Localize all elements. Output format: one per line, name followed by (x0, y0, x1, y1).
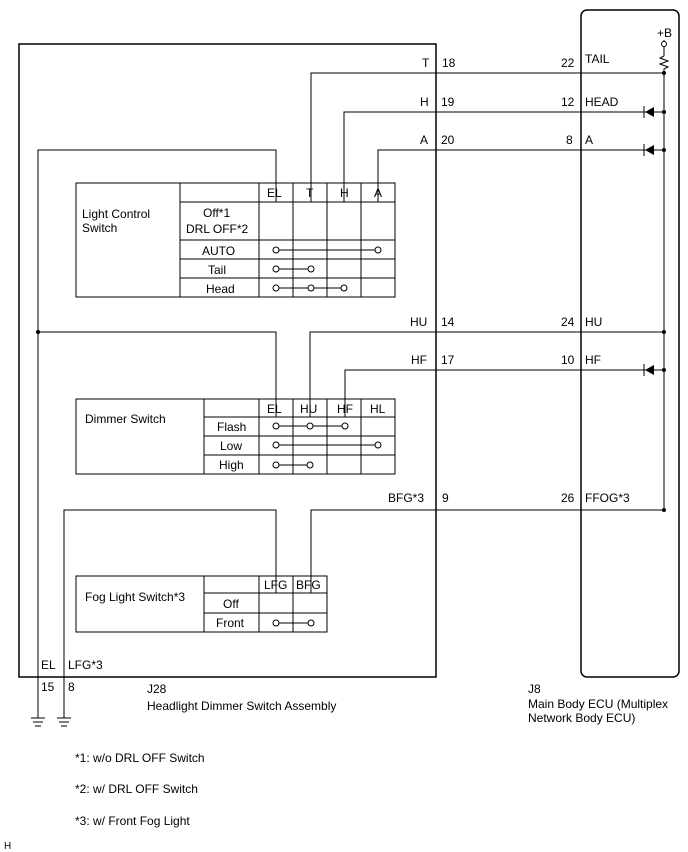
dimmer-switch-table (75, 398, 396, 475)
fog-row-off: Off (223, 597, 239, 611)
dm-header-el: EL (267, 402, 282, 416)
dm-row-high: High (219, 458, 244, 472)
dm-header-hu: HU (300, 402, 317, 416)
fog-header-lfg: LFG (264, 578, 287, 592)
note-2: *2: w/ DRL OFF Switch (75, 782, 198, 796)
ecu-name-line2: Network Body ECU) (528, 711, 635, 725)
light-control-switch-table (75, 182, 396, 298)
pin-18: 18 (442, 56, 456, 70)
lc-row-auto: AUTO (202, 244, 235, 258)
wire-label-a: A (420, 133, 428, 147)
pin-14: 14 (441, 315, 455, 329)
ground-label-lfg: LFG*3 (68, 658, 103, 672)
dimmer-title: Dimmer Switch (85, 412, 166, 426)
fog-light-switch-table (75, 575, 328, 633)
lc-header-a: A (374, 186, 382, 200)
ecu-pin-24: 24 (561, 315, 575, 329)
lc-header-el: EL (267, 186, 282, 200)
lc-row-head: Head (206, 282, 235, 296)
ecu-pin-26: 26 (561, 491, 575, 505)
ground-pin-8: 8 (68, 680, 75, 694)
wire-label-bfg: BFG*3 (388, 491, 424, 505)
ecu-supply-label: +B (657, 26, 672, 40)
pin-20: 20 (441, 133, 455, 147)
light-control-title: Light Control (82, 207, 150, 221)
dm-row-low: Low (220, 439, 242, 453)
wire-head (343, 106, 666, 202)
lc-row-tail: Tail (208, 263, 226, 277)
wire-front-fog (310, 508, 666, 593)
corner-mark: H (4, 841, 11, 852)
lc-header-h: H (340, 186, 349, 200)
note-3: *3: w/ Front Fog Light (75, 814, 190, 828)
assembly-ref: J28 (147, 682, 167, 696)
fog-row-front: Front (216, 616, 245, 630)
lfg-ground-wire (57, 509, 277, 727)
ground-label-el: EL (41, 658, 56, 672)
el-ground-bus (31, 149, 277, 727)
ecu-label-a: A (585, 133, 593, 147)
ecu-internal-bus (658, 40, 670, 510)
note-1: *1: w/o DRL OFF Switch (75, 751, 205, 765)
ecu-label-hf: HF (585, 353, 601, 367)
wire-tail (310, 71, 666, 202)
dm-row-flash: Flash (217, 420, 246, 434)
fog-header-bfg: BFG (296, 578, 321, 592)
main-body-ecu-box (580, 9, 680, 678)
headlight-dimmer-switch-assembly-box (18, 43, 437, 678)
wire-label-hu: HU (410, 315, 427, 329)
ecu-label-hu: HU (585, 315, 602, 329)
ground-pin-15: 15 (41, 680, 55, 694)
dm-header-hf: HF (337, 402, 353, 416)
wire-label-t: T (422, 56, 430, 70)
ecu-name-line1: Main Body ECU (Multiplex (528, 697, 668, 711)
dm-header-hl: HL (370, 402, 386, 416)
pin-17: 17 (441, 353, 455, 367)
ecu-label-head: HEAD (585, 95, 619, 109)
light-control-title-line2: Switch (82, 221, 117, 235)
ecu-pin-10: 10 (561, 353, 575, 367)
wire-auto (377, 144, 666, 202)
ecu-pin-22: 22 (561, 56, 575, 70)
assembly-name: Headlight Dimmer Switch Assembly (147, 699, 336, 713)
pin-19: 19 (441, 95, 455, 109)
lc-header-t: T (306, 186, 314, 200)
lc-row-off-line2: DRL OFF*2 (186, 222, 249, 236)
ecu-pin-8: 8 (566, 133, 573, 147)
wire-label-hf: HF (411, 353, 427, 367)
wire-hu (309, 330, 666, 417)
wire-hf (344, 364, 666, 417)
wire-label-h: H (420, 95, 429, 109)
lc-row-off-line1: Off*1 (203, 206, 230, 220)
ecu-label-tail: TAIL (585, 52, 610, 66)
ecu-label-ffog: FFOG*3 (585, 491, 630, 505)
ecu-pin-12: 12 (561, 95, 575, 109)
ecu-ref: J8 (528, 682, 541, 696)
fog-title: Fog Light Switch*3 (85, 590, 185, 604)
pin-9: 9 (442, 491, 449, 505)
